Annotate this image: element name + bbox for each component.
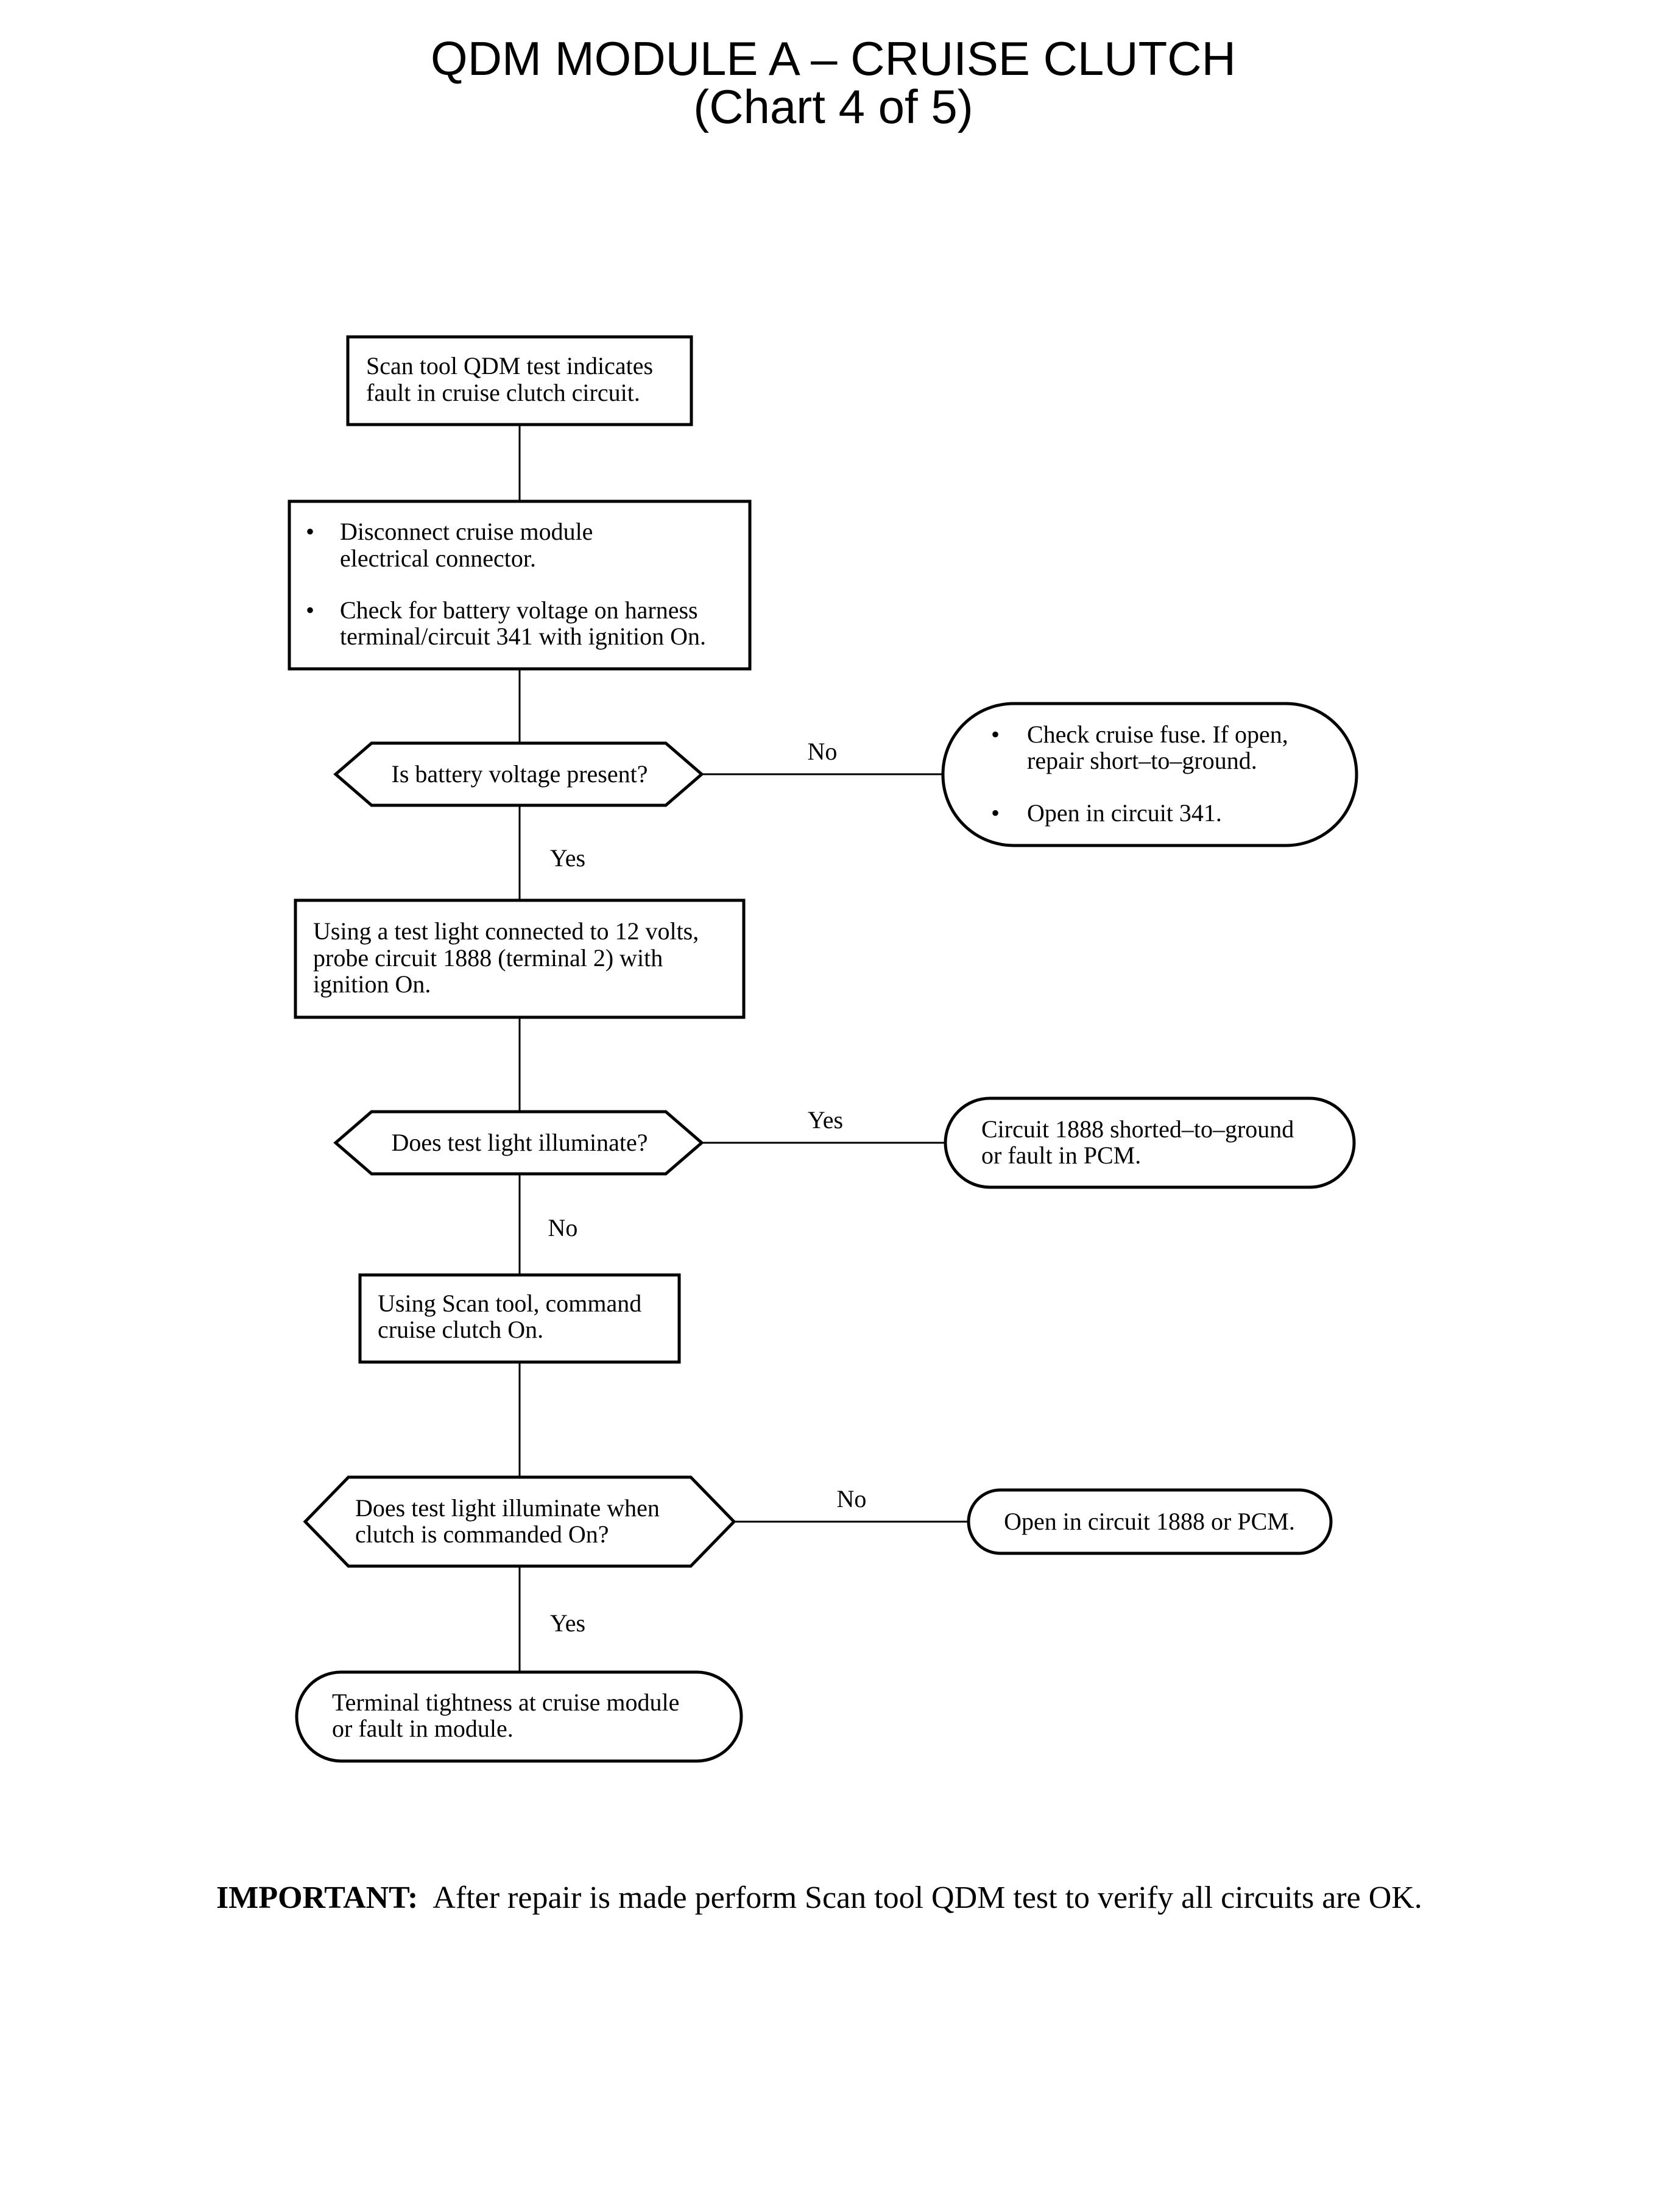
fuse-bullet2-line1: Open in circuit 341. (1027, 799, 1222, 827)
decision-commanded-line-1: Does test light illuminate when (355, 1494, 660, 1522)
final-line-2: or fault in module. (332, 1715, 514, 1742)
commanded-yes-label: Yes (550, 1609, 585, 1637)
disconnect-box: • Disconnect cruise module electrical co… (288, 500, 752, 671)
test-light-box: Using a test light connected to 12 volts… (294, 898, 746, 1019)
decision-commanded-line-2: clutch is commanded On? (355, 1520, 609, 1548)
testlight-line-3: ignition On. (313, 970, 431, 998)
decision-test-light: Does test light illuminate? (333, 1110, 704, 1176)
disconnect-bullet2-line1: Check for battery voltage on harness (340, 596, 698, 624)
decision-commanded: Does test light illuminate when clutch i… (303, 1475, 736, 1568)
open-result-terminator: Open in circuit 1888 or PCM. (967, 1488, 1333, 1555)
start-line-1: Scan tool QDM test indicates (366, 352, 653, 380)
command-box: Using Scan tool, command cruise clutch O… (358, 1273, 681, 1364)
decision-battery-text: Is battery voltage present? (392, 760, 648, 788)
fuse-result-terminator: • Check cruise fuse. If open, repair sho… (941, 702, 1358, 847)
command-line-2: cruise clutch On. (378, 1316, 543, 1343)
illuminate-yes-label: Yes (808, 1106, 843, 1134)
disconnect-bullet1-line1: Disconnect cruise module (340, 518, 593, 545)
connector-lines (518, 425, 969, 1672)
testlight-line-1: Using a test light connected to 12 volts… (313, 917, 699, 945)
open-result-text: Open in circuit 1888 or PCM. (1004, 1508, 1295, 1535)
chart-title: QDM MODULE A – CRUISE CLUTCH (431, 32, 1236, 85)
bullet-icon: • (991, 799, 1000, 827)
short-result-terminator: Circuit 1888 shorted–to–ground or fault … (944, 1096, 1356, 1189)
final-result-terminator: Terminal tightness at cruise module or f… (295, 1670, 743, 1763)
battery-no-label: No (808, 738, 838, 765)
chart-subtitle: (Chart 4 of 5) (693, 80, 973, 133)
fuse-bullet1-line1: Check cruise fuse. If open, (1027, 721, 1288, 748)
command-line-1: Using Scan tool, command (378, 1290, 641, 1317)
short-line-1: Circuit 1888 shorted–to–ground (981, 1115, 1294, 1143)
testlight-line-2: probe circuit 1888 (terminal 2) with (313, 944, 663, 972)
commanded-no-label: No (837, 1485, 867, 1513)
important-label: IMPORTANT: (216, 1880, 418, 1915)
bullet-icon: • (306, 518, 314, 545)
important-text: After repair is made perform Scan tool Q… (432, 1880, 1422, 1915)
short-line-2: or fault in PCM. (981, 1142, 1141, 1169)
fuse-bullet1-line2: repair short–to–ground. (1027, 747, 1257, 774)
decision-battery-voltage: Is battery voltage present? (333, 741, 704, 807)
disconnect-bullet2-line2: terminal/circuit 341 with ignition On. (340, 623, 706, 650)
battery-yes-label: Yes (550, 844, 585, 872)
disconnect-bullet1-line2: electrical connector. (340, 545, 536, 572)
illuminate-no-label: No (548, 1214, 578, 1241)
bullet-icon: • (306, 596, 314, 624)
start-line-2: fault in cruise clutch circuit. (366, 379, 640, 406)
final-line-1: Terminal tightness at cruise module (332, 1689, 679, 1716)
start-box: Scan tool QDM test indicates fault in cr… (346, 335, 693, 426)
decision-illuminate-text: Does test light illuminate? (391, 1129, 648, 1156)
bullet-icon: • (991, 721, 1000, 748)
important-note: IMPORTANT: After repair is made perform S… (216, 1880, 1422, 1915)
